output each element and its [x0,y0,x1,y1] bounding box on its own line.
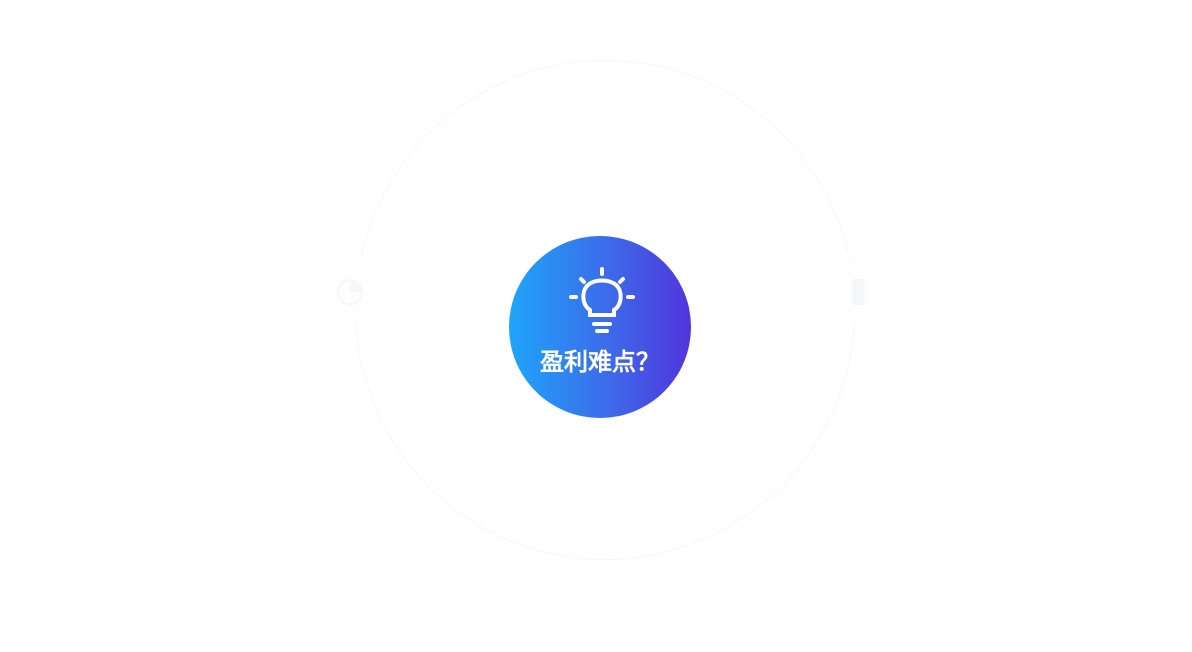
center-label: 盈利难点？ [540,348,660,376]
faded-node-icon: ◔ [335,270,365,310]
orbit-node-left: ◔ [318,258,382,322]
faded-node-icon: ▮ [848,270,868,310]
orbit-node-right: ▮ [826,258,890,322]
lightbulb-icon [569,267,635,333]
orbit-node-bottom [596,500,636,540]
center-hub: 盈利难点？ [509,236,691,418]
